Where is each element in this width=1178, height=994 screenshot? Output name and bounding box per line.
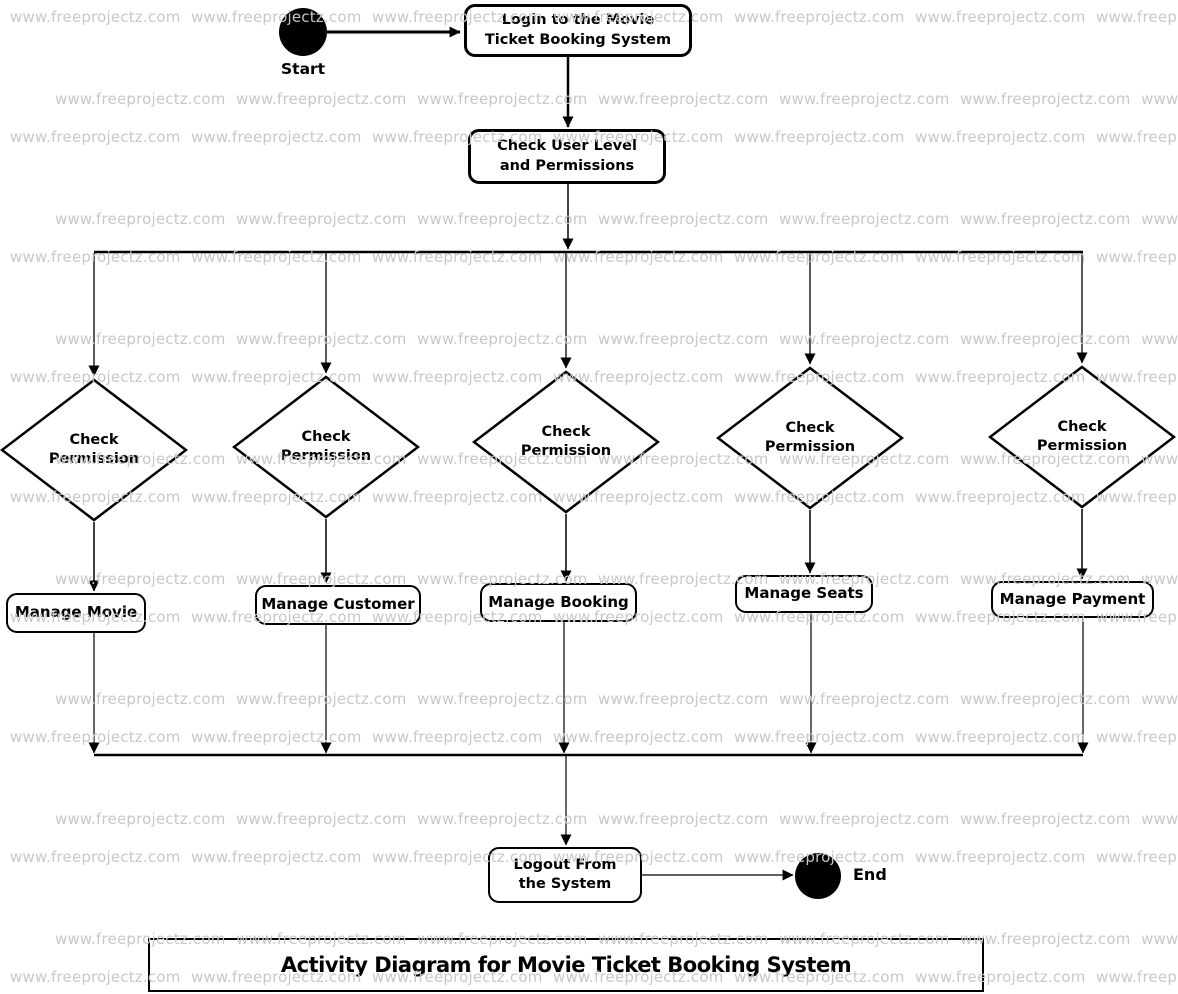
end-label: End bbox=[853, 865, 887, 884]
decision-check-permission-1: Check Permission bbox=[0, 378, 188, 522]
activity-logout: Logout From the System bbox=[488, 847, 642, 903]
decision-check-permission-2: Check Permission bbox=[232, 375, 420, 519]
end-node bbox=[795, 853, 841, 899]
activity-logout-label: Logout From the System bbox=[513, 856, 617, 892]
activity-manage-payment-label: Manage Payment bbox=[999, 589, 1146, 608]
decision-label: Check Permission bbox=[280, 429, 372, 464]
decision-label: Check Permission bbox=[764, 420, 856, 455]
activity-check-user-level: Check User Level and Permissions bbox=[468, 129, 666, 184]
activity-check-user-level-label: Check User Level and Permissions bbox=[497, 138, 637, 174]
activity-manage-seats: Manage Seats bbox=[735, 575, 873, 613]
activity-manage-booking-label: Manage Booking bbox=[488, 592, 629, 611]
start-label: Start bbox=[281, 60, 326, 78]
activity-manage-seats-label: Manage Seats bbox=[744, 584, 864, 603]
start-node bbox=[279, 8, 327, 56]
activity-manage-booking: Manage Booking bbox=[480, 583, 637, 622]
activity-manage-customer: Manage Customer bbox=[255, 585, 421, 625]
diagram-title: Activity Diagram for Movie Ticket Bookin… bbox=[280, 953, 852, 977]
diagram-title-box: Activity Diagram for Movie Ticket Bookin… bbox=[148, 938, 984, 992]
decision-label: Check Permission bbox=[520, 424, 612, 459]
activity-manage-movie: Manage Movie bbox=[6, 593, 146, 633]
activity-login: Login to the Movie Ticket Booking System bbox=[464, 4, 692, 57]
decision-check-permission-5: Check Permission bbox=[988, 365, 1176, 509]
activity-manage-movie-label: Manage Movie bbox=[14, 603, 138, 622]
decision-check-permission-4: Check Permission bbox=[716, 366, 904, 510]
decision-label: Check Permission bbox=[1036, 419, 1128, 454]
activity-manage-customer-label: Manage Customer bbox=[261, 595, 415, 614]
decision-label: Check Permission bbox=[48, 432, 140, 467]
activity-manage-payment: Manage Payment bbox=[991, 581, 1154, 618]
decision-check-permission-3: Check Permission bbox=[472, 370, 660, 514]
activity-login-label: Login to the Movie Ticket Booking System bbox=[484, 12, 672, 48]
